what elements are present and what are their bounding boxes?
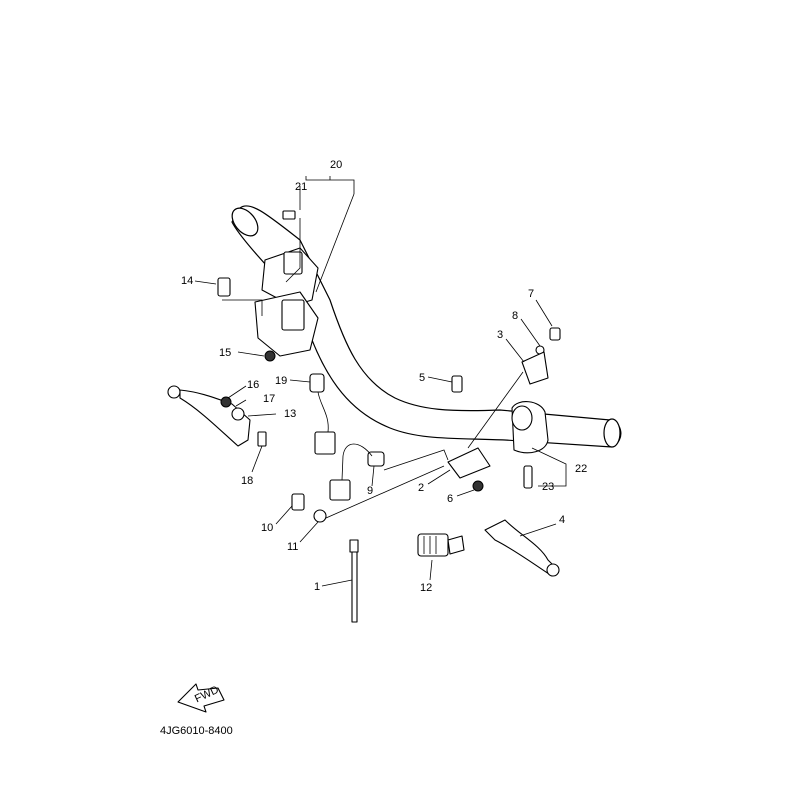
front-stop-switch-wire <box>329 443 385 501</box>
label-3: 3 <box>497 329 503 341</box>
label-16: 16 <box>247 379 259 391</box>
catalog-code: 4JG6010-8400 <box>160 725 233 737</box>
label-13: 13 <box>284 408 296 420</box>
clutch-lever <box>167 385 251 447</box>
label-1: 1 <box>314 581 320 593</box>
label-8: 8 <box>512 310 518 322</box>
label-12: 12 <box>420 582 432 594</box>
label-4: 4 <box>559 514 565 526</box>
label-14: 14 <box>181 275 193 287</box>
label-5: 5 <box>419 372 425 384</box>
label-22: 22 <box>575 463 587 475</box>
label-21: 21 <box>295 181 307 193</box>
label-6: 6 <box>447 493 453 505</box>
label-23: 23 <box>542 481 554 493</box>
label-10: 10 <box>261 522 273 534</box>
label-17: 17 <box>263 393 275 405</box>
fwd-arrow-icon: FWD <box>177 683 225 713</box>
left-switch-assembly <box>254 247 319 357</box>
clutch-switch-wire <box>309 373 336 455</box>
label-18: 18 <box>241 475 253 487</box>
label-19: 19 <box>275 375 287 387</box>
label-20: 20 <box>330 159 342 171</box>
brake-switch <box>417 533 465 557</box>
part-labels: 20 21 14 15 19 16 17 13 18 5 7 8 3 2 6 9… <box>181 159 587 594</box>
label-7: 7 <box>528 288 534 300</box>
hardware <box>217 210 561 523</box>
label-15: 15 <box>219 347 231 359</box>
leader-lines <box>194 176 567 587</box>
label-11: 11 <box>287 541 298 553</box>
cable-tie <box>349 539 359 623</box>
label-9: 9 <box>367 485 373 497</box>
label-2: 2 <box>418 482 424 494</box>
brake-lever <box>484 519 560 577</box>
throttle-housing <box>511 401 549 454</box>
bracket <box>447 447 491 479</box>
